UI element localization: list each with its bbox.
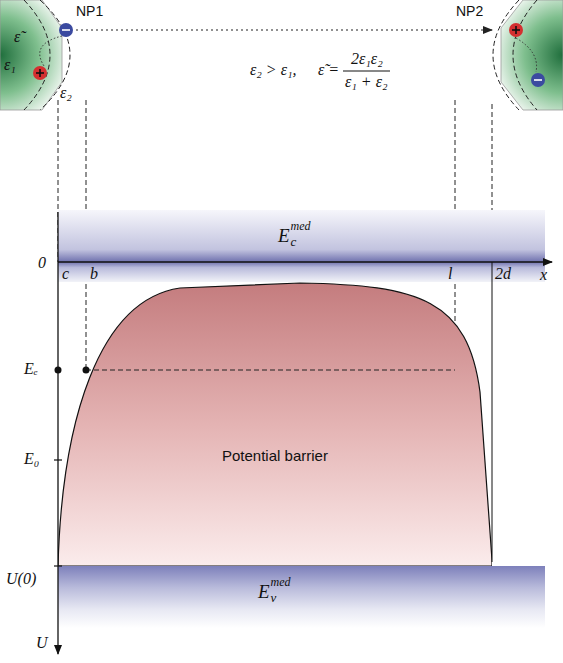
permittivity-label: ε₂: [60, 84, 72, 102]
potential-barrier: Potential barrier: [58, 282, 492, 566]
energy-axis: [57, 212, 58, 654]
particle-name: NP1: [76, 4, 103, 19]
dielectric-boundary: [24, 0, 50, 110]
conduction-band: Ec med: [58, 210, 545, 282]
energy-level-line: [86, 370, 455, 371]
band-symbol: E: [278, 226, 290, 247]
axis-name: x: [540, 266, 547, 284]
hole-symbol: [33, 66, 47, 80]
formula-denominator: ε₁ + ε₂: [345, 73, 388, 91]
axis-name: U: [36, 634, 48, 652]
level-dot: [55, 367, 62, 374]
axis-mark: l: [448, 265, 452, 283]
exciton-link: [516, 38, 537, 72]
nanoparticle: [0, 0, 62, 110]
subscript: c: [291, 235, 297, 249]
formula: ε̃ =: [318, 61, 339, 79]
permittivity-label: ε₁: [4, 56, 16, 74]
fraction-bar: [343, 71, 390, 72]
axis-mark: b: [90, 265, 98, 283]
transfer-arrow: [76, 29, 492, 30]
energy-level: U(0): [6, 570, 36, 588]
hole-symbol: [509, 23, 523, 37]
valence-band: Ev med: [58, 566, 545, 628]
barrier-shape: [58, 282, 492, 566]
x-axis: [58, 261, 552, 262]
boundary-line: [492, 262, 493, 562]
axis-mark: 2d: [495, 265, 511, 283]
energy-level: Eₑ: [24, 360, 38, 378]
formula: ε₂ > ε₁,: [250, 61, 297, 79]
subscript: v: [271, 591, 277, 605]
superscript: med: [291, 220, 311, 233]
electron-symbol: [531, 73, 545, 87]
energy-level: E₀: [24, 450, 39, 468]
axis-tick: [54, 459, 62, 460]
axis-origin: 0: [38, 254, 46, 272]
band-symbol: E: [258, 582, 270, 603]
electron-symbol: [59, 23, 73, 37]
dielectric-boundary: [513, 0, 537, 110]
nanoparticle: [501, 0, 563, 110]
axis-tick: [54, 565, 62, 566]
level-dot: [83, 367, 90, 374]
region-label: Potential barrier: [222, 448, 328, 465]
exciton-link: [40, 36, 62, 66]
particle-name: NP2: [456, 4, 483, 19]
axis-mark: c: [62, 265, 69, 283]
superscript: med: [271, 576, 291, 589]
dielectric-boundary: [493, 0, 519, 110]
permittivity-label: ε̃: [14, 28, 20, 46]
formula-numerator: 2ε₁ε₂: [351, 50, 383, 68]
